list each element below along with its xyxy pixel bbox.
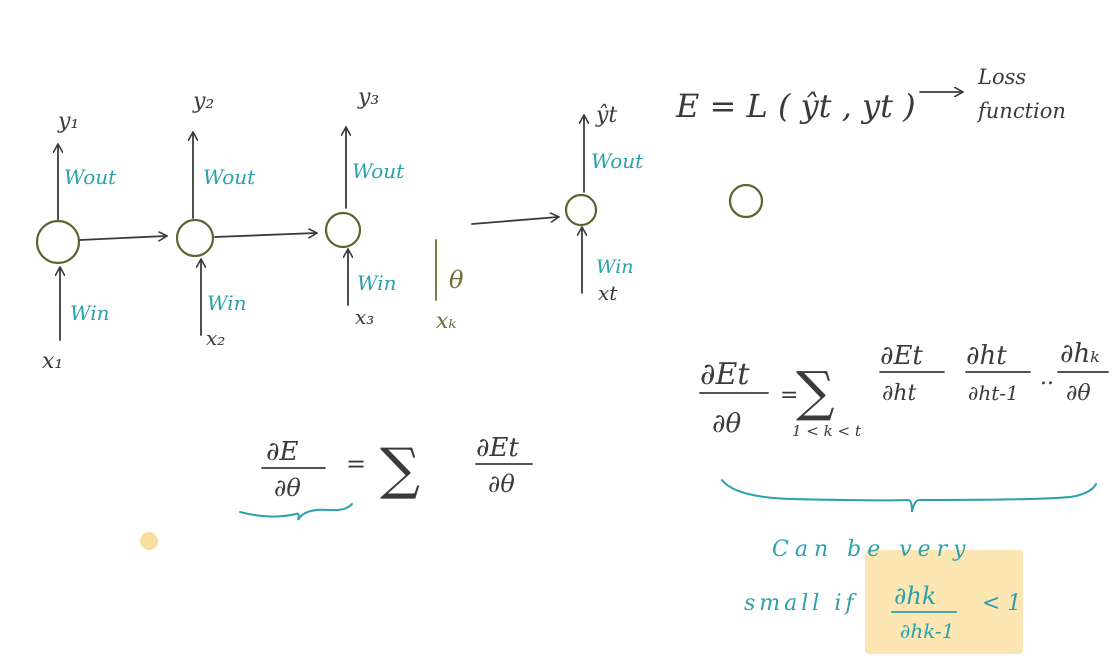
- total-gradient-equation: ∂E ∂θ = ∑ ∂Et ∂θ: [239, 433, 533, 521]
- eq-total-rhs-den: ∂θ: [488, 470, 515, 498]
- wout-label-2: Wout: [203, 165, 256, 189]
- eq-total-underbrace: [239, 503, 353, 521]
- output-label-2: y₂: [192, 89, 214, 114]
- rnn-cell-1: y₁ Wout Win x₁: [35, 109, 117, 374]
- theta-label: θ: [449, 266, 464, 294]
- eq-total-rhs-num: ∂Et: [476, 433, 519, 463]
- eq-chain-t2-den: ∂ht-1: [968, 381, 1019, 405]
- eq-chain-t3-num: ∂hₖ: [1060, 339, 1100, 369]
- loss-label-line1: Loss: [977, 65, 1026, 89]
- theta-input-label: xₖ: [436, 309, 456, 334]
- rnn-cell-t: ŷt Wout Win xt: [564, 103, 644, 305]
- empty-node: [728, 183, 764, 219]
- input-label-2: x₂: [206, 326, 225, 350]
- eq-chain-dots: ..: [1040, 365, 1054, 390]
- eq-chain-underbrace: [721, 479, 1097, 513]
- highlight-dot: [140, 532, 158, 550]
- hidden-node-1: [35, 219, 81, 265]
- vanishing-gradient-note: Can be very small if ∂hk ∂hk-1 < 1: [744, 537, 1021, 643]
- win-label-t: Win: [596, 256, 634, 278]
- note-line1: Can be very: [772, 537, 972, 562]
- recurrent-arrow-1: [79, 236, 166, 240]
- wout-label-1: Wout: [64, 165, 117, 189]
- hidden-node-t: [564, 193, 598, 227]
- input-label-t: xt: [598, 281, 618, 305]
- win-label-1: Win: [70, 301, 109, 325]
- eq-total-equals: =: [346, 450, 366, 478]
- eq-chain-sum-range: 1 < k < t: [792, 422, 862, 440]
- note-line2: small if: [744, 591, 858, 616]
- eq-chain-t2-num: ∂ht: [966, 341, 1007, 371]
- hidden-node-2: [175, 218, 215, 258]
- eq-chain-t1-den: ∂ht: [882, 381, 917, 406]
- eq-total-lhs-num: ∂E: [266, 437, 298, 467]
- chain-rule-equation: ∂Et ∂θ = ∑ 1 < k < t ∂Et ∂ht ∂ht ∂ht-1 .…: [699, 339, 1109, 513]
- win-label-2: Win: [207, 291, 246, 315]
- recurrent-arrow-3: [471, 217, 558, 225]
- eq-chain-sum: ∑: [796, 360, 835, 423]
- eq-total-sum: ∑: [380, 437, 420, 502]
- theta-input: θ xₖ: [435, 239, 464, 334]
- eq-chain-lhs-num: ∂Et: [700, 357, 750, 392]
- output-label-1: y₁: [57, 109, 79, 134]
- note-frac-num: ∂hk: [894, 582, 936, 610]
- loss-equation: E = L ( ŷt , yt ) Loss function: [675, 65, 1066, 125]
- eq-chain-t3-den: ∂θ: [1066, 381, 1091, 406]
- note-frac-den: ∂hk-1: [900, 619, 954, 643]
- eq-total-lhs-den: ∂θ: [274, 474, 301, 502]
- note-condition: < 1: [982, 591, 1021, 616]
- win-label-3: Win: [357, 271, 396, 295]
- recurrent-arrow-2: [214, 233, 316, 237]
- rnn-cell-3: y₃ Wout Win x₃: [324, 85, 405, 329]
- rnn-cell-2: y₂ Wout Win x₂: [175, 89, 256, 350]
- loss-formula: E = L ( ŷt , yt ): [675, 87, 916, 125]
- wout-label-3: Wout: [352, 159, 405, 183]
- eq-chain-equals: =: [780, 383, 798, 408]
- eq-chain-lhs-den: ∂θ: [712, 409, 741, 439]
- loss-label-line2: function: [976, 99, 1066, 123]
- condition-highlight: [865, 550, 1023, 654]
- hidden-node-3: [324, 211, 362, 249]
- output-label-t: ŷt: [595, 103, 617, 128]
- input-label-3: x₃: [355, 305, 374, 329]
- eq-chain-t1-num: ∂Et: [880, 341, 923, 371]
- output-label-3: y₃: [357, 85, 379, 110]
- wout-label-t: Wout: [591, 149, 644, 173]
- input-label-1: x₁: [42, 349, 63, 374]
